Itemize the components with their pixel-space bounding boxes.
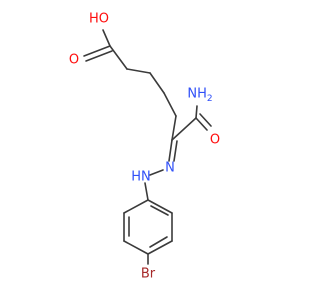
atom-carbonyl-oxygen-acid: O	[69, 53, 79, 68]
bond-nh-ring	[144, 182, 149, 201]
molecule-structure: HO O NH2 O N HN Br	[69, 12, 220, 282]
bond-c7-n-amide	[195, 105, 198, 119]
bond-c1-oh	[102, 29, 111, 47]
atom-hydrazone-nitrogen: N	[165, 161, 175, 176]
bond-c7-o-double-a	[195, 117, 208, 131]
bond-c1-c2	[109, 45, 128, 70]
ring-bond-3	[147, 240, 173, 255]
atom-bromine: Br	[141, 267, 156, 282]
ring-bond-1	[147, 199, 173, 214]
ring-bond-6	[123, 199, 149, 214]
ring-bond-4	[123, 240, 149, 255]
atom-amide-oxygen: O	[210, 133, 220, 148]
bond-c1-o-double-b	[85, 50, 113, 62]
bond-c5-c6	[171, 115, 177, 141]
bond-c6-n-double-a	[168, 139, 173, 162]
ring-double-1	[150, 205, 169, 216]
bond-c3-c4	[149, 72, 165, 94]
bond-c6-c7	[171, 117, 197, 141]
atom-amide-nitrogen: NH2	[187, 87, 212, 105]
bond-n-nh	[149, 169, 164, 176]
atom-labels: HO O NH2 O N HN Br	[69, 12, 220, 282]
bond-c1-o-double-a	[83, 45, 111, 57]
ring-double-2	[149, 236, 168, 248]
bond-c4-c5	[163, 92, 177, 117]
bond-c2-c3	[126, 68, 151, 74]
bond-c7-o-double-b	[199, 113, 212, 127]
atom-hydrazone-nh: HN	[131, 170, 151, 185]
bonds	[83, 29, 212, 265]
bond-c6-n-double-b	[173, 140, 178, 162]
atom-hydroxyl: HO	[89, 12, 109, 27]
